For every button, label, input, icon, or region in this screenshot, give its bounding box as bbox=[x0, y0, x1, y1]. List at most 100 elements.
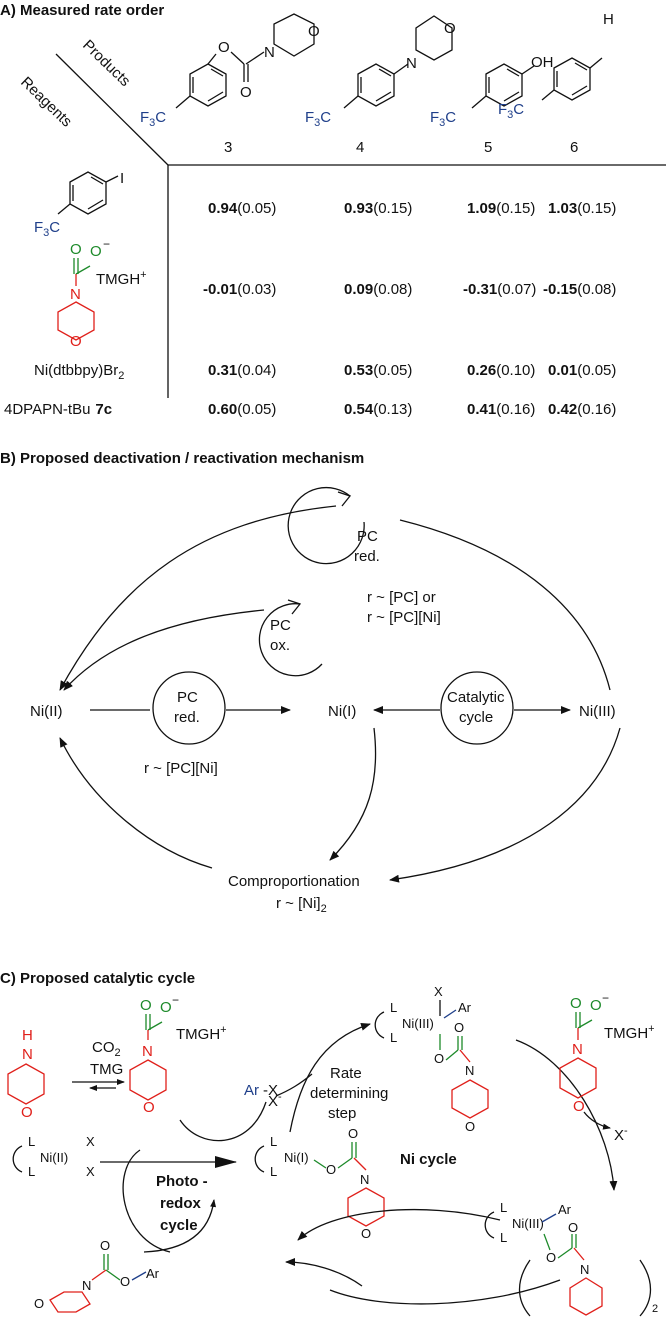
product-6-structure: H bbox=[541, 11, 614, 101]
photoredox-label-2: redox bbox=[160, 1195, 202, 1212]
ni-ii-label: Ni(II) bbox=[30, 703, 63, 720]
product-3-cf3: F3C bbox=[140, 109, 166, 129]
rds-label-3: step bbox=[328, 1105, 356, 1122]
cycle-arc-bottom bbox=[329, 1279, 561, 1305]
svg-text:Ar: Ar bbox=[458, 1000, 472, 1015]
svg-text:PC: PC bbox=[270, 617, 291, 634]
svg-text:Catalytic: Catalytic bbox=[447, 689, 505, 706]
header-products: Products bbox=[79, 37, 133, 90]
svg-text:O: O bbox=[573, 1098, 585, 1115]
table-cell: -0.15(0.08) bbox=[543, 281, 616, 298]
svg-text:O: O bbox=[454, 1020, 464, 1035]
svg-text:L: L bbox=[270, 1134, 277, 1149]
svg-text:O: O bbox=[70, 241, 82, 258]
svg-text:O: O bbox=[361, 1226, 371, 1241]
svg-text:Ni(I): Ni(I) bbox=[284, 1150, 309, 1165]
photoredox-label-3: cycle bbox=[160, 1217, 198, 1234]
column-header-4: 4 bbox=[356, 139, 364, 156]
pc-red-top-circle: PC red. bbox=[287, 486, 380, 565]
svg-text:O: O bbox=[90, 243, 102, 260]
x-release-arrow bbox=[583, 1111, 611, 1130]
arrow-pcox-to-ni2 bbox=[63, 609, 265, 691]
svg-text:X: X bbox=[86, 1164, 95, 1179]
product-4-structure: N O bbox=[343, 15, 456, 109]
svg-text:L: L bbox=[28, 1164, 35, 1179]
rate-order-table: 0.94(0.05) 0.93(0.15) 1.09(0.15) 1.03(0.… bbox=[203, 200, 616, 418]
svg-text:H: H bbox=[603, 11, 614, 28]
svg-text:N: N bbox=[360, 1172, 369, 1187]
photoredox-upper-arc bbox=[179, 1101, 267, 1142]
svg-text:ox.: ox. bbox=[270, 637, 290, 654]
table-cell: 0.53(0.05) bbox=[344, 362, 412, 379]
table-cell: 0.42(0.16) bbox=[548, 401, 616, 418]
svg-text:2: 2 bbox=[652, 1303, 658, 1315]
svg-text:O: O bbox=[100, 1238, 110, 1253]
reagent-aryl-iodide-cf3: F3C bbox=[34, 219, 60, 239]
svg-text:O: O bbox=[348, 1126, 358, 1141]
rate-label-middle: r ~ [PC][Ni] bbox=[144, 760, 218, 777]
svg-text:N: N bbox=[22, 1046, 33, 1063]
svg-text:H: H bbox=[22, 1027, 33, 1044]
svg-text:N: N bbox=[465, 1063, 474, 1078]
svg-text:−: − bbox=[103, 237, 110, 251]
ni-cycle-label: Ni cycle bbox=[400, 1151, 457, 1168]
svg-text:O: O bbox=[160, 999, 172, 1016]
svg-text:O: O bbox=[568, 1220, 578, 1235]
product-3-structure: O O N O bbox=[175, 13, 320, 109]
section-a-title: A) Measured rate order bbox=[0, 2, 164, 19]
svg-text:O: O bbox=[140, 997, 152, 1014]
svg-text:red.: red. bbox=[354, 548, 380, 565]
svg-text:L: L bbox=[28, 1134, 35, 1149]
pc-ox-circle: PC ox. bbox=[258, 599, 323, 677]
cycle-arc-right bbox=[515, 1039, 618, 1191]
svg-text:L: L bbox=[390, 1000, 397, 1015]
arrow-ni3-to-compro bbox=[389, 727, 621, 883]
cycle-arc-lower bbox=[297, 1208, 501, 1241]
table-cell: 1.09(0.15) bbox=[467, 200, 535, 217]
svg-text:L: L bbox=[500, 1200, 507, 1215]
arx-addition-arc bbox=[275, 1073, 313, 1097]
rate-label-compro: r ~ [Ni]2 bbox=[276, 895, 327, 915]
product-aryl-carbamate: O O Ar N O bbox=[34, 1238, 160, 1313]
svg-text:Ni(III): Ni(III) bbox=[512, 1216, 544, 1231]
ni-i-label: Ni(I) bbox=[328, 703, 356, 720]
morpholine-structure: H N O bbox=[7, 1027, 45, 1121]
svg-text:O: O bbox=[434, 1051, 444, 1066]
table-cell: 0.01(0.05) bbox=[548, 362, 616, 379]
svg-text:O: O bbox=[143, 1099, 155, 1116]
section-c-title: C) Proposed catalytic cycle bbox=[0, 970, 195, 987]
rate-label-pc-ni: r ~ [PC][Ni] bbox=[367, 609, 441, 626]
arrow-ni3-to-pcred bbox=[399, 519, 611, 691]
product-4-cf3: F3C bbox=[305, 109, 331, 129]
svg-text:OH: OH bbox=[531, 54, 554, 71]
arrow-pcred-to-ni2 bbox=[59, 505, 337, 691]
rds-label-1: Rate bbox=[330, 1065, 362, 1082]
table-cell: 0.54(0.13) bbox=[344, 401, 412, 418]
ni-iii-label: Ni(III) bbox=[579, 703, 616, 720]
rds-label-2: determining bbox=[310, 1085, 388, 1102]
svg-text:X: X bbox=[86, 1134, 95, 1149]
svg-text:O: O bbox=[326, 1162, 336, 1177]
column-header-5: 5 bbox=[484, 139, 492, 156]
svg-text:O: O bbox=[240, 84, 252, 101]
svg-text:O: O bbox=[308, 23, 320, 40]
tmgh-label: TMGH+ bbox=[176, 1024, 227, 1043]
svg-text:O: O bbox=[21, 1104, 33, 1121]
reagent-ni-label: Ni(dtbbpy)Br2 bbox=[34, 362, 124, 382]
co2-label: CO2 bbox=[92, 1039, 121, 1059]
carbamate-salt-right: O O − N O bbox=[559, 991, 609, 1115]
section-b-title: B) Proposed deactivation / reactivation … bbox=[0, 450, 364, 467]
header-diagonal bbox=[55, 53, 169, 166]
svg-text:Ni(II): Ni(II) bbox=[40, 1150, 68, 1165]
photoredox-return-arrow bbox=[143, 1199, 217, 1253]
table-cell: 1.03(0.15) bbox=[548, 200, 616, 217]
reagent-tmgh-label: TMGH+ bbox=[96, 269, 147, 288]
comproportionation-label: Comproportionation bbox=[228, 873, 360, 890]
svg-text:O: O bbox=[120, 1274, 130, 1289]
svg-text:O: O bbox=[465, 1119, 475, 1134]
arrow-ni1-to-compro bbox=[329, 727, 377, 861]
reductive-elimination-arrow bbox=[285, 1258, 363, 1287]
ni-i-complex: L L Ni(I) O O N O bbox=[254, 1126, 385, 1241]
svg-text:O: O bbox=[70, 333, 82, 350]
